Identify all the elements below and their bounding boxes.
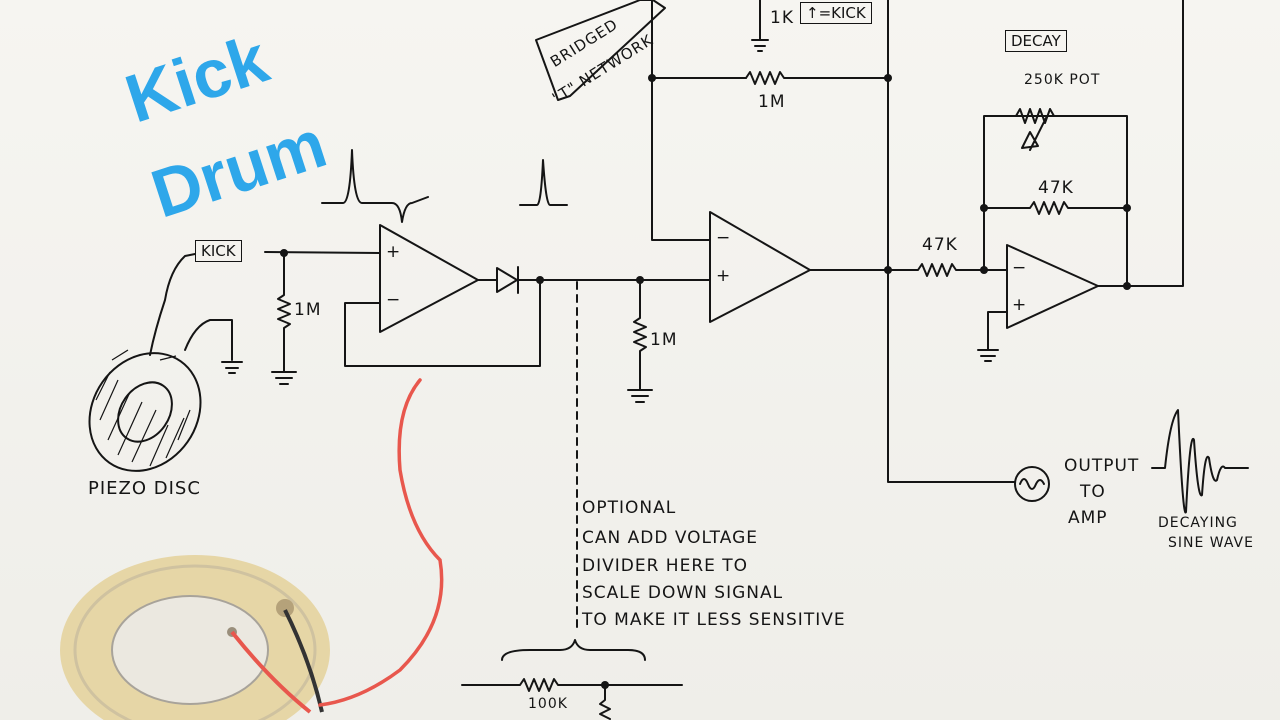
kick-input-tag: KICK — [195, 240, 242, 262]
ground-1k — [751, 29, 769, 52]
note-line-3: DIVIDER HERE TO — [582, 556, 749, 576]
output-jack — [1014, 466, 1050, 502]
label-1m-feedback: 1M — [758, 92, 786, 112]
kick-indicator-tag: ↑=KICK — [800, 2, 872, 24]
ground-opamp3 — [977, 344, 999, 362]
label-decaying-1: DECAYING — [1158, 515, 1238, 531]
opamp-2-body — [709, 211, 811, 323]
waveform-positive-pulse — [519, 159, 568, 206]
junction-5 — [884, 74, 892, 82]
wire-opamp3-feedback-left — [983, 115, 1128, 287]
opamp3-minus: − — [1012, 258, 1028, 278]
wire-right-bus — [887, 0, 1016, 483]
wire-opamp1-feedback — [344, 279, 541, 367]
resistor-1m-input — [277, 252, 291, 369]
divider-brace — [501, 639, 646, 661]
label-1m-input: 1M — [294, 300, 322, 320]
resistor-100k — [461, 678, 683, 692]
ground-mid — [627, 384, 653, 403]
resistor-47k-input — [887, 263, 981, 277]
pot-250k — [1015, 108, 1055, 151]
junction-6 — [884, 266, 892, 274]
junction-10 — [1123, 282, 1131, 290]
waveform-bipolar-pulse — [321, 149, 429, 223]
wire-piezo-ground — [184, 319, 233, 361]
junction-4 — [648, 74, 656, 82]
resistor-1m-feedback — [745, 71, 889, 85]
opamp1-minus: − — [386, 290, 402, 310]
label-1k: 1K — [770, 8, 794, 28]
junction-9 — [1123, 204, 1131, 212]
label-output-1: OUTPUT — [1064, 456, 1140, 476]
note-line-5: TO MAKE IT LESS SENSITIVE — [582, 610, 846, 630]
ground-piezo — [221, 361, 243, 374]
note-line-2: CAN ADD VOLTAGE — [582, 528, 758, 548]
junction-8 — [980, 204, 988, 212]
wire-opamp3-plus — [987, 311, 1008, 346]
label-47k-feedback: 47K — [1038, 178, 1074, 198]
junction-11 — [601, 681, 609, 689]
label-47k-input: 47K — [922, 235, 958, 255]
output-sine-inside — [1019, 478, 1045, 490]
label-1m-mid: 1M — [650, 330, 678, 350]
ground-input — [271, 367, 297, 385]
label-100k: 100K — [528, 696, 568, 712]
piezo-disc-sketch — [88, 349, 202, 472]
note-line-1: OPTIONAL — [582, 498, 677, 518]
wire-opamp2-minus — [651, 0, 711, 241]
wire-47k-feedback — [983, 201, 1128, 215]
resistor-1m-mid — [633, 279, 647, 386]
junction-7 — [980, 266, 988, 274]
wire-opamp3-out — [1097, 0, 1184, 287]
opamp1-plus: + — [386, 242, 402, 262]
opamp2-plus: + — [716, 266, 732, 286]
divider-resistor-down — [599, 684, 611, 720]
bridged-t-box — [535, 0, 666, 101]
opamp-3-body — [1006, 244, 1099, 329]
piezo-disc-photo — [60, 555, 330, 720]
decay-tag: DECAY — [1005, 30, 1067, 52]
red-wire — [318, 378, 444, 707]
junction-2 — [536, 276, 544, 284]
label-output-2: TO — [1080, 482, 1106, 502]
wire-piezo-lead — [149, 253, 196, 356]
junction-1 — [280, 249, 288, 257]
diode — [496, 266, 519, 294]
label-piezo-disc: PIEZO DISC — [88, 478, 201, 499]
label-decaying-2: SINE WAVE — [1168, 535, 1254, 551]
label-output-3: AMP — [1068, 508, 1108, 528]
opamp-1-body — [379, 224, 479, 333]
junction-3 — [636, 276, 644, 284]
opamp3-plus: + — [1012, 295, 1028, 315]
note-line-4: SCALE DOWN SIGNAL — [582, 583, 784, 603]
opamp2-minus: − — [716, 228, 732, 248]
decaying-sine-wave — [1151, 409, 1249, 514]
label-pot: 250K POT — [1024, 72, 1101, 88]
